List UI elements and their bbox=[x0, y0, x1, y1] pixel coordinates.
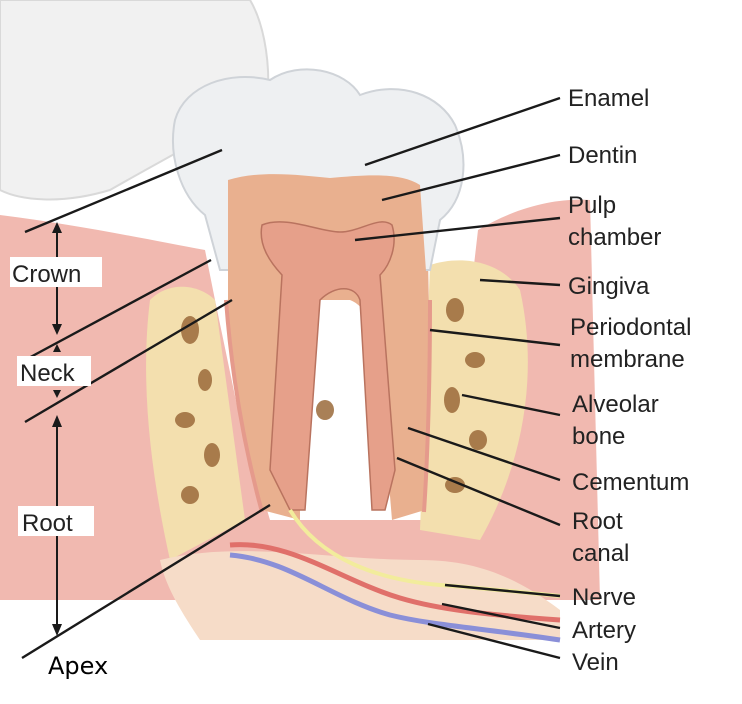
label-periodontal-line2: membrane bbox=[570, 346, 685, 373]
label-enamel: Enamel bbox=[568, 85, 649, 112]
region-label-root: Root bbox=[22, 510, 73, 537]
region-label-neck: Neck bbox=[20, 360, 76, 387]
label-root-canal-line1: Root bbox=[572, 508, 623, 535]
label-alveolar-line1: Alveolar bbox=[572, 391, 659, 418]
label-root-canal-line2: canal bbox=[572, 540, 629, 567]
label-pulp-chamber-line1: Pulp bbox=[568, 192, 616, 219]
label-pulp-chamber-line2: chamber bbox=[568, 224, 661, 251]
label-dentin: Dentin bbox=[568, 142, 637, 169]
label-periodontal-line1: Periodontal bbox=[570, 314, 691, 341]
pulp-chamber bbox=[261, 222, 395, 510]
region-label-crown: Crown bbox=[12, 261, 81, 288]
label-nerve: Nerve bbox=[572, 584, 636, 611]
label-cementum: Cementum bbox=[572, 469, 689, 496]
label-vein: Vein bbox=[572, 649, 619, 676]
label-gingiva: Gingiva bbox=[568, 273, 650, 300]
label-artery: Artery bbox=[572, 617, 636, 644]
label-alveolar-line2: bone bbox=[572, 423, 625, 450]
region-label-apex: Apex bbox=[48, 652, 108, 680]
